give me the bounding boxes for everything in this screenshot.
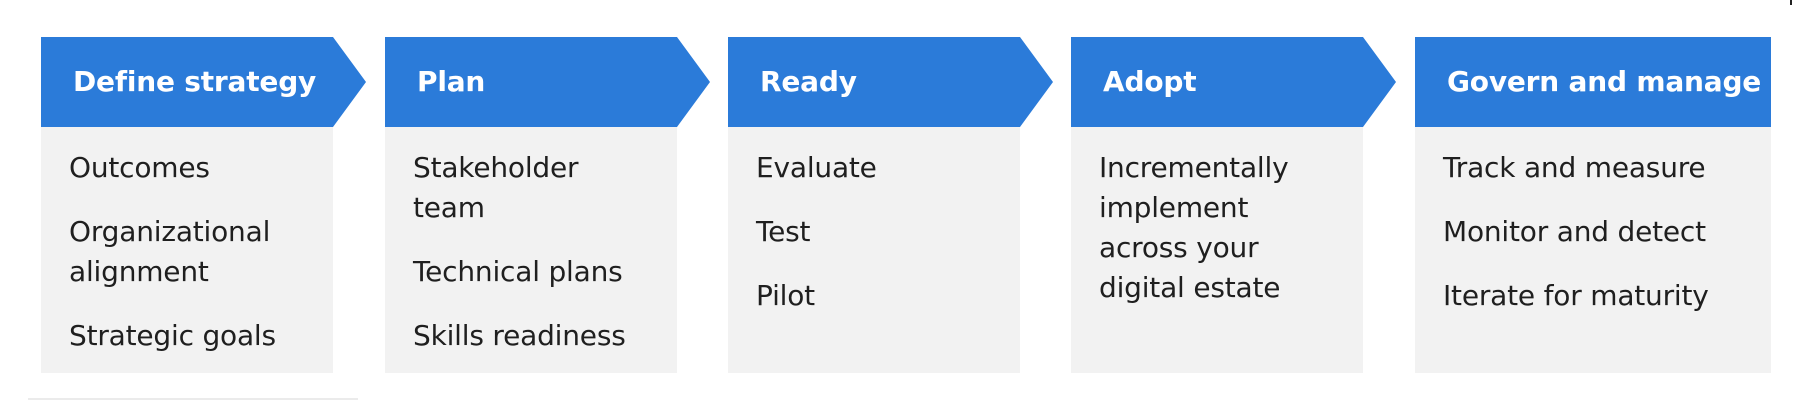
stage-item: Technical plans [413, 255, 623, 288]
stage-items: Stakeholder team Technical plans Skills … [385, 127, 677, 356]
stage-items: Outcomes Organizational alignment Strate… [41, 127, 333, 356]
stage-title: Plan [417, 65, 486, 98]
stage-item: Pilot [756, 279, 815, 312]
stage-item: Organizational alignment [69, 215, 271, 288]
header-chevron [41, 37, 366, 127]
stage-items: Track and measure Monitor and detect Ite… [1415, 127, 1771, 316]
stage-item: Skills readiness [413, 319, 626, 352]
header-banner [1415, 37, 1771, 127]
stage-header: Plan [385, 37, 710, 127]
stage-body: Outcomes Organizational alignment Strate… [41, 127, 333, 373]
stage-define-strategy: Define strategy Outcomes Organizational … [41, 37, 366, 373]
header-chevron [1071, 37, 1396, 127]
stage-item: Track and measure [1443, 151, 1706, 184]
stage-items: Incrementally implement across your digi… [1071, 127, 1363, 308]
stage-item: Strategic goals [69, 319, 276, 352]
stage-item: Iterate for maturity [1443, 279, 1709, 312]
corner-tick-mark [1790, 0, 1792, 5]
stage-item: Stakeholder team [413, 151, 579, 224]
header-chevron [728, 37, 1053, 127]
stage-header: Govern and manage [1415, 37, 1771, 127]
stage-body: Incrementally implement across your digi… [1071, 127, 1363, 373]
banner-shape [1415, 37, 1771, 127]
stage-title: Ready [760, 65, 857, 98]
chevron-arrow-shape [41, 37, 366, 127]
stage-item: Monitor and detect [1443, 215, 1706, 248]
header-chevron [385, 37, 710, 127]
stage-header: Define strategy [41, 37, 366, 127]
stage-item: Test [756, 215, 811, 248]
divider-line [28, 398, 358, 400]
stage-body: Stakeholder team Technical plans Skills … [385, 127, 677, 373]
stage-body: Evaluate Test Pilot [728, 127, 1020, 373]
stage-item: Evaluate [756, 151, 877, 184]
stage-title: Define strategy [73, 65, 317, 98]
chevron-arrow-shape [728, 37, 1053, 127]
stage-title: Govern and manage [1447, 65, 1762, 98]
stage-title: Adopt [1103, 65, 1197, 98]
stage-header: Ready [728, 37, 1053, 127]
stage-adopt: Adopt Incrementally implement across you… [1071, 37, 1396, 373]
stage-items: Evaluate Test Pilot [728, 127, 1020, 316]
stage-ready: Ready Evaluate Test Pilot [728, 37, 1053, 373]
stage-header: Adopt [1071, 37, 1396, 127]
stage-plan: Plan Stakeholder team Technical plans Sk… [385, 37, 710, 373]
chevron-arrow-shape [1071, 37, 1396, 127]
chevron-arrow-shape [385, 37, 710, 127]
stage-item: Outcomes [69, 151, 210, 184]
stage-body: Track and measure Monitor and detect Ite… [1415, 127, 1771, 373]
stage-item: Incrementally implement across your digi… [1099, 151, 1289, 304]
stage-govern-and-manage: Govern and manage Track and measure Moni… [1415, 37, 1771, 373]
